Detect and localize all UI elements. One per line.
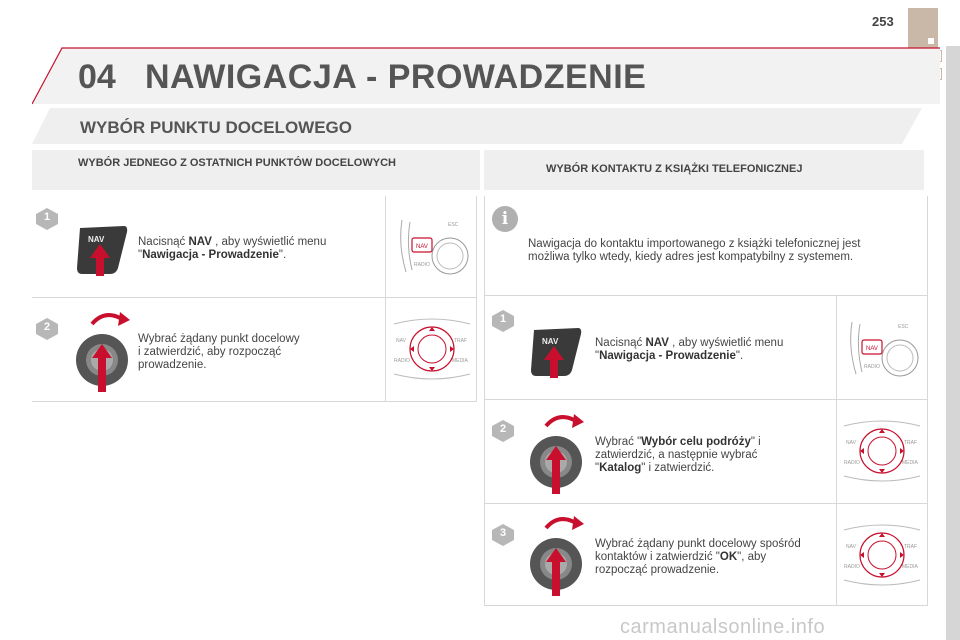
step-badge-3 — [492, 524, 514, 546]
right-heading: WYBÓR KONTAKTU Z KSIĄŻKI TELEFONICZNEJ — [546, 163, 803, 175]
nav-label: NAV — [88, 235, 105, 244]
step-badge-2 — [36, 318, 58, 340]
left-heading: WYBÓR JEDNEGO Z OSTATNICH PUNKTÓW DOCELO… — [78, 157, 396, 169]
svg-text:TRAF: TRAF — [904, 544, 917, 550]
step-number: 1 — [499, 313, 507, 325]
rotary-knob-icon — [530, 516, 584, 596]
svg-text:NAV: NAV — [416, 244, 428, 250]
chapter-number: 04 — [78, 58, 116, 96]
right-heading-banner — [484, 150, 924, 190]
svg-text:MEDIA: MEDIA — [452, 358, 469, 364]
control-panel-illustration: NAV TRAF RADIO MEDIA — [843, 420, 921, 482]
right-step-3-row — [484, 504, 928, 606]
svg-text:ESC: ESC — [898, 324, 909, 330]
svg-text:TRAF: TRAF — [454, 338, 467, 344]
svg-text:TRAF: TRAF — [904, 440, 917, 446]
svg-text:MEDIA: MEDIA — [902, 564, 919, 570]
svg-text:RADIO: RADIO — [414, 262, 430, 268]
step-badge-1 — [492, 310, 514, 332]
right-info-row — [484, 196, 928, 296]
svg-text:NAV: NAV — [396, 338, 407, 344]
right-info-text: Nawigacja do kontaktu importowanego z ks… — [528, 238, 861, 263]
step-badge-2 — [492, 420, 514, 442]
right-step-3-text: Wybrać żądany punkt docelowy spośród kon… — [595, 538, 801, 576]
svg-text:RADIO: RADIO — [844, 460, 860, 466]
right-step-1-row — [484, 296, 928, 400]
page-number: 253 — [872, 14, 894, 29]
step-number: 3 — [499, 527, 507, 539]
left-heading-banner — [32, 150, 480, 190]
chapter-banner — [32, 47, 940, 105]
footer-watermark: carmanualsonline.info — [620, 616, 826, 638]
svg-text:NAV: NAV — [846, 440, 857, 446]
info-icon: i — [492, 206, 518, 232]
step-number: 2 — [499, 423, 507, 435]
nav-button-icon: NAV — [531, 328, 582, 378]
step-number: 1 — [43, 211, 51, 223]
control-panel-illustration: NAV TRAF RADIO MEDIA — [843, 524, 921, 586]
svg-text:RADIO: RADIO — [394, 358, 410, 364]
left-step-1-row — [32, 196, 476, 298]
control-panel-illustration: NAV TRAF RADIO MEDIA — [393, 318, 471, 380]
svg-text:NAV: NAV — [542, 337, 559, 346]
svg-text:ESC: ESC — [448, 222, 459, 228]
svg-text:NAV: NAV — [846, 544, 857, 550]
right-step-2-row — [484, 400, 928, 504]
rotary-knob-icon — [530, 414, 584, 494]
left-step-2-text: Wybrać żądany punkt docelowy i zatwierdz… — [138, 333, 300, 371]
nav-button-icon: NAV — [77, 226, 128, 276]
rotary-knob-icon — [76, 312, 130, 392]
svg-text:RADIO: RADIO — [864, 364, 880, 370]
page-right-stripe — [946, 46, 960, 640]
svg-text:NAV: NAV — [866, 346, 878, 352]
nav-panel-illustration: NAV RADIO ESC — [850, 321, 919, 377]
right-step-1-text: Nacisnąć NAV , aby wyświetlić menu "Nawi… — [595, 337, 784, 362]
right-step-2-text: Wybrać "Wybór celu podróży" i zatwierdzi… — [595, 436, 761, 474]
chapter-title: NAWIGACJA - PROWADZENIE — [145, 58, 647, 96]
left-step-1-text: Nacisnąć NAV , aby wyświetlić menu "Nawi… — [138, 236, 327, 261]
left-step-2-row — [32, 298, 476, 402]
svg-text:RADIO: RADIO — [844, 564, 860, 570]
svg-text:MEDIA: MEDIA — [902, 460, 919, 466]
section-title: WYBÓR PUNKTU DOCELOWEGO — [80, 118, 352, 137]
page-corner-tab — [908, 8, 938, 48]
nav-panel-illustration: NAV RADIO ESC — [400, 219, 469, 275]
section-banner — [32, 108, 922, 144]
step-number: 2 — [43, 321, 51, 333]
step-badge-1 — [36, 208, 58, 230]
